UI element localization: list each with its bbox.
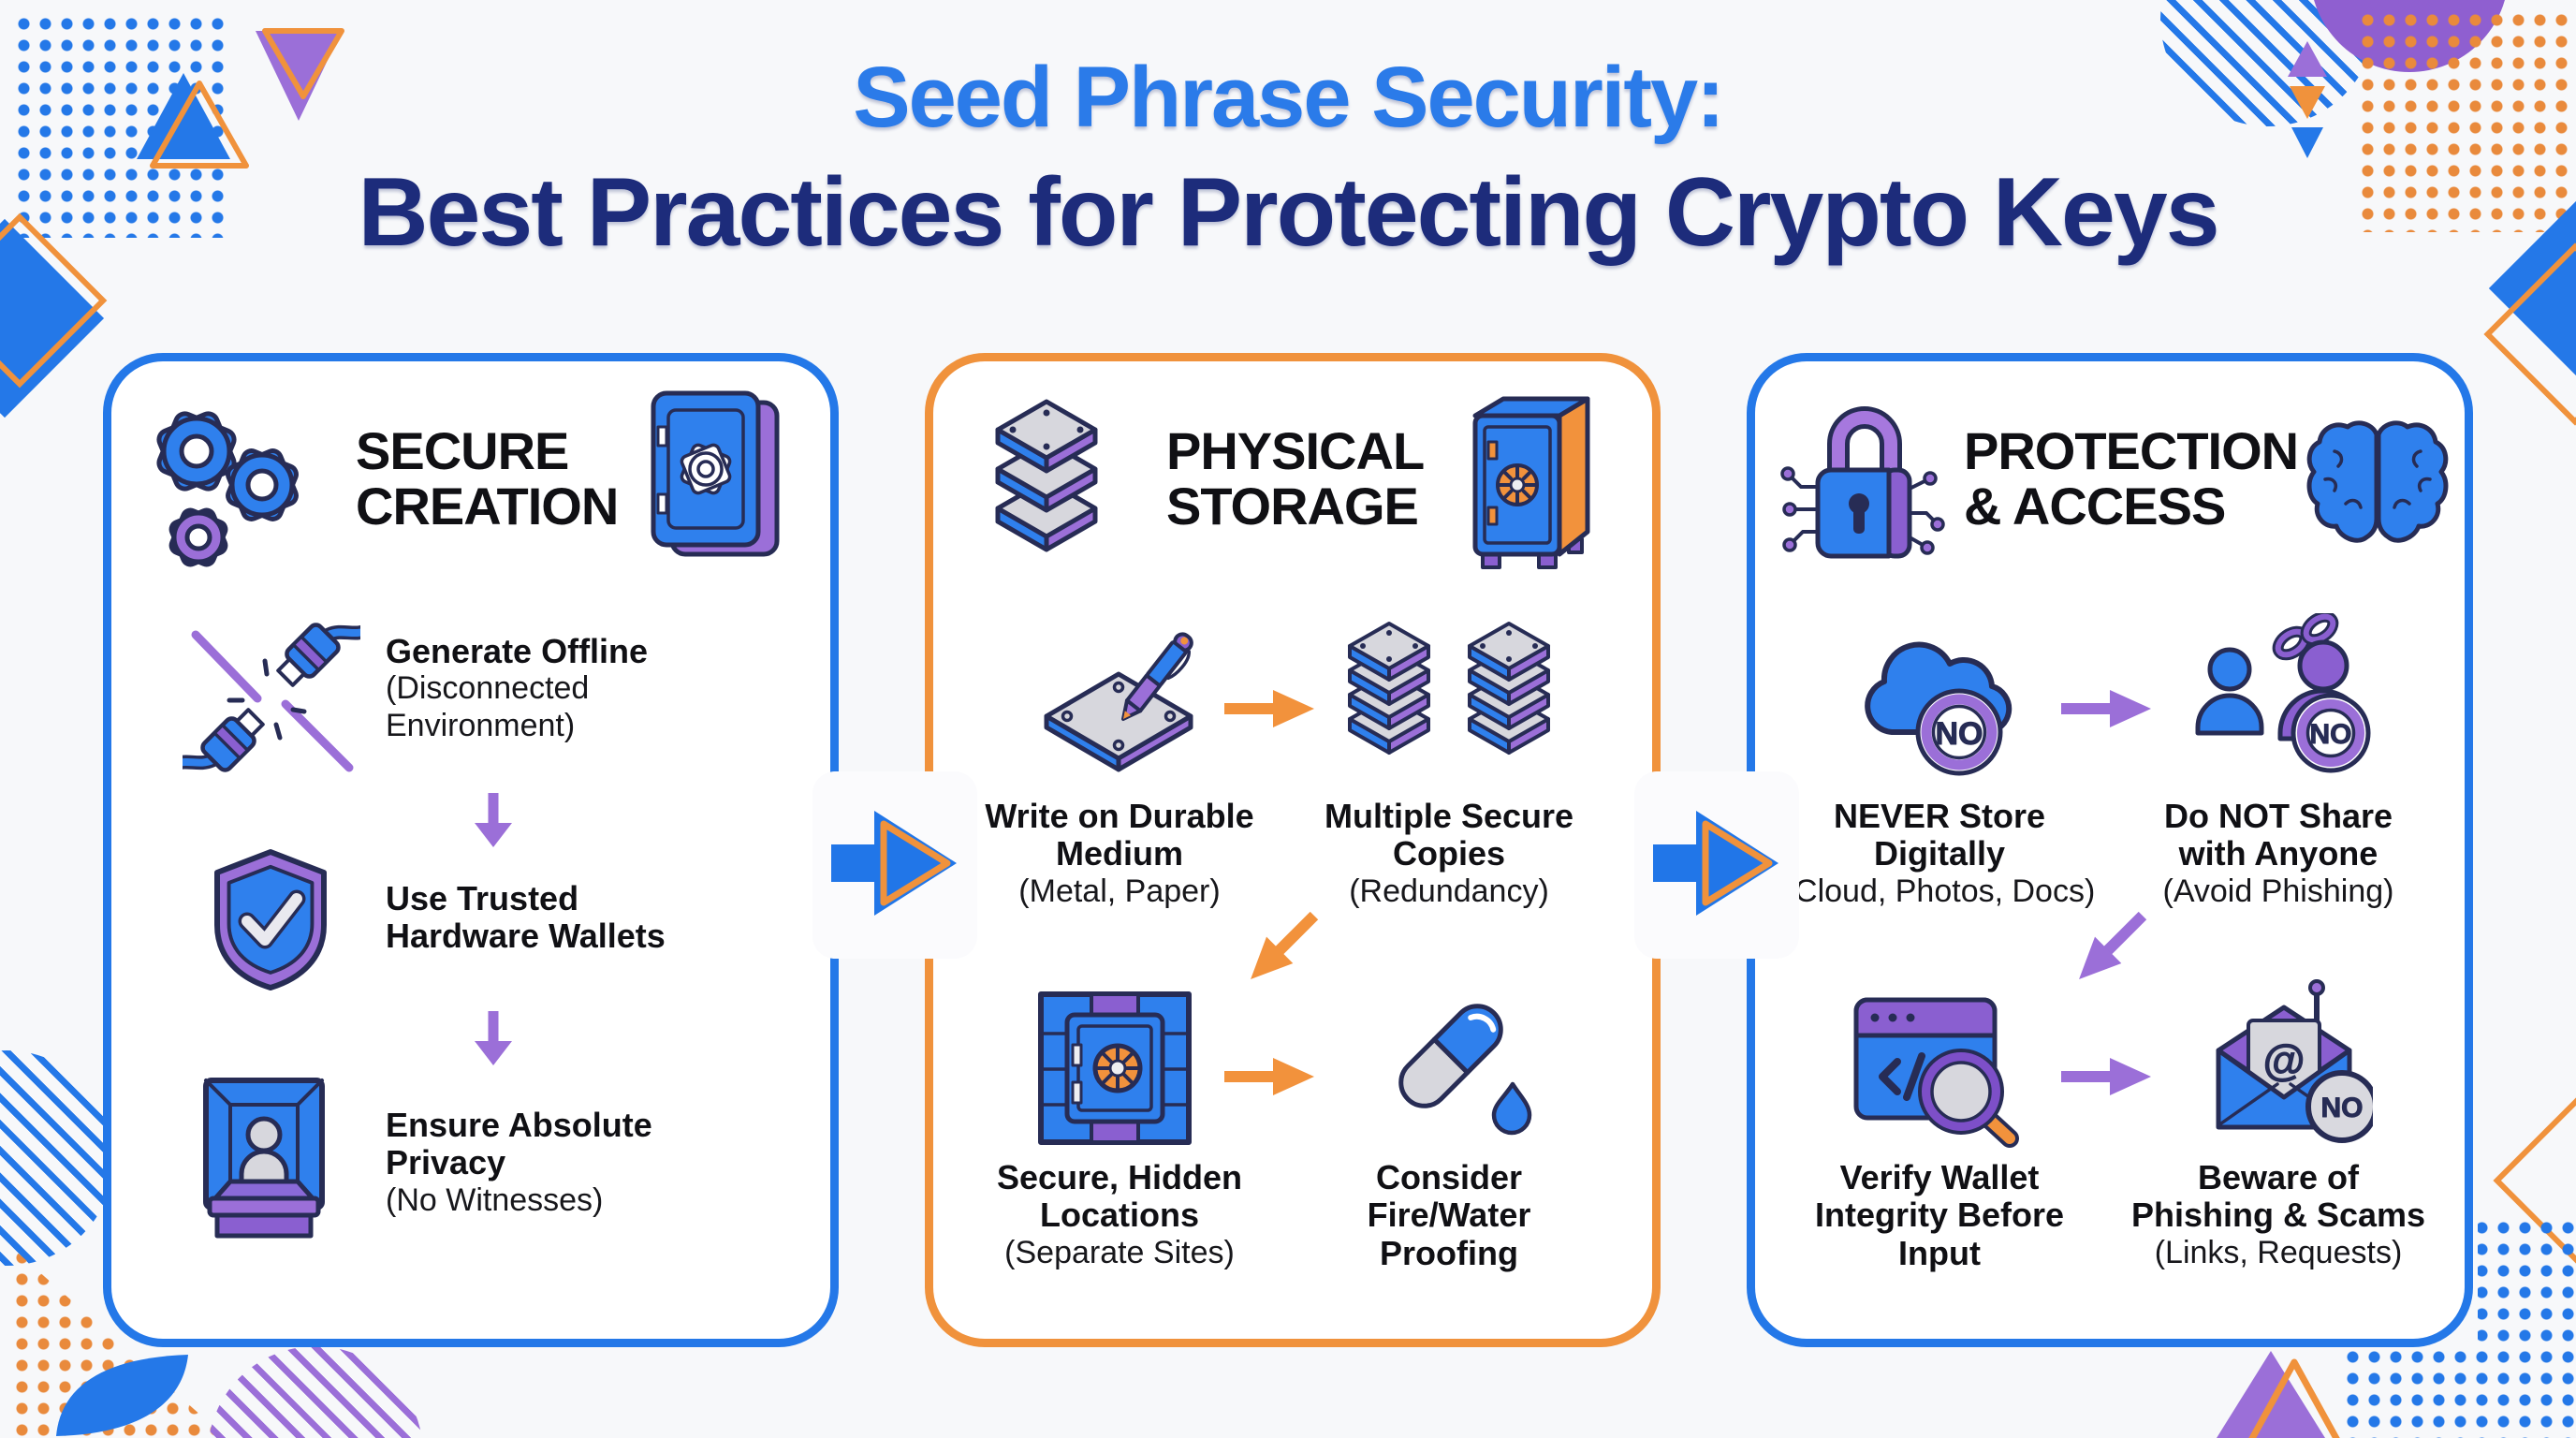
- gears-icon: [156, 411, 299, 567]
- lock-circuit-icon: [1780, 406, 1945, 559]
- item-title: NEVER Store Digitally: [1833, 797, 2046, 873]
- vault-icon: [651, 390, 780, 557]
- metal-plates-icon: [995, 399, 1098, 552]
- arrow-diagonal-orange-icon: [1235, 900, 1330, 995]
- item-title: Verify Wallet Integrity Before Input: [1814, 1158, 2065, 1272]
- cloud-no-icon: NO: [1865, 641, 2012, 776]
- list-item-secure-copies: Multiple Secure Copies (Redundancy): [1301, 797, 1597, 910]
- flow-arrow-icon: [831, 811, 957, 916]
- safe-icon: [1472, 396, 1590, 569]
- list-item-hardware-wallets: Use Trusted Hardware Wallets: [386, 879, 695, 956]
- people-chain-no-icon: NO: [2195, 613, 2371, 773]
- wall-safe-icon: [1038, 991, 1192, 1145]
- list-item-beware-phishing: Beware of Phishing & Scams (Links, Reque…: [2100, 1158, 2456, 1271]
- plate-stacks-icon: [1348, 622, 1550, 755]
- panel-title-protection-access: PROTECTION & ACCESS: [1964, 421, 2299, 536]
- triangle-outline-orange-bottom-right: [2248, 1358, 2340, 1438]
- item-subtitle: (Separate Sites): [1004, 1234, 1235, 1270]
- list-item-never-store: NEVER Store Digitally (Cloud, Photos, Do…: [1762, 797, 2117, 910]
- item-subtitle: (Redundancy): [1349, 873, 1549, 909]
- list-item-durable-medium: Write on Durable Medium (Metal, Paper): [964, 797, 1275, 910]
- browser-magnifier-icon: [1853, 997, 2019, 1148]
- panel-title-secure-creation: SECURE CREATION: [356, 421, 619, 536]
- striped-circle-blue-bottom-left: [0, 1050, 114, 1266]
- page-title-line2: Best Practices for Protecting Crypto Key…: [358, 158, 2219, 267]
- item-title: Ensure Absolute Privacy: [386, 1106, 652, 1182]
- brain-icon: [2306, 420, 2449, 543]
- shield-check-icon: [214, 849, 327, 990]
- item-title: Generate Offline: [386, 632, 649, 670]
- list-item-hidden-locations: Secure, Hidden Locations (Separate Sites…: [964, 1158, 1275, 1271]
- list-item-fire-water: Consider Fire/Water Proofing: [1337, 1158, 1561, 1272]
- arrow-right-purple-icon: [2061, 690, 2151, 727]
- triangle-outline-orange-top-left: [150, 81, 249, 169]
- item-subtitle: (Disconnected Environment): [386, 670, 590, 743]
- item-title: Write on Durable Medium: [985, 797, 1254, 873]
- arrow-right-orange-icon: [1224, 690, 1314, 727]
- svg-text:NO: NO: [2310, 719, 2352, 750]
- arrow-right-orange-icon: [1224, 1058, 1314, 1095]
- svg-text:NO: NO: [1936, 716, 1983, 752]
- list-item-verify-wallet: Verify Wallet Integrity Before Input: [1771, 1158, 2108, 1272]
- privacy-booth-icon: [203, 1078, 325, 1239]
- triangle-outline-orange-top-left-2: [262, 28, 344, 99]
- item-title: Secure, Hidden Locations: [996, 1158, 1243, 1235]
- item-title: Use Trusted Hardware Wallets: [386, 879, 666, 956]
- item-title: Consider Fire/Water Proofing: [1367, 1158, 1531, 1272]
- leaf-blue-bottom-left: [56, 1355, 188, 1436]
- capsule-icon: [1398, 1004, 1532, 1136]
- panel-title-physical-storage: PHYSICAL STORAGE: [1166, 421, 1424, 536]
- disconnected-cable-icon: [183, 622, 360, 773]
- phishing-envelope-icon: @ NO: [2216, 979, 2373, 1143]
- item-subtitle: (Avoid Phishing): [2162, 873, 2394, 909]
- striped-circle-purple-bottom-left: [208, 1346, 423, 1438]
- flow-arrow-icon: [1653, 811, 1778, 916]
- arrow-down-icon: [475, 1011, 512, 1065]
- svg-text:@: @: [2263, 1035, 2305, 1084]
- arrow-down-icon: [475, 793, 512, 847]
- page-title-line1: Seed Phrase Security:: [853, 50, 1725, 145]
- pen-on-plate-icon: [1044, 632, 1193, 772]
- svg-text:NO: NO: [2321, 1093, 2364, 1123]
- item-subtitle: (No Witnesses): [386, 1181, 604, 1218]
- item-subtitle: (Cloud, Photos, Docs): [1783, 873, 2096, 909]
- item-title: Multiple Secure Copies: [1324, 797, 1574, 873]
- dot-grid-top-right: [2357, 9, 2576, 232]
- item-subtitle: (Links, Requests): [2154, 1234, 2403, 1270]
- item-title: Do NOT Share with Anyone: [2163, 797, 2393, 873]
- list-item-generate-offline: Generate Offline (Disconnected Environme…: [386, 632, 695, 744]
- item-title: Beware of Phishing & Scams: [2130, 1158, 2426, 1235]
- arrow-right-purple-icon: [2061, 1058, 2151, 1095]
- arrow-diagonal-purple-icon: [2063, 900, 2159, 995]
- item-subtitle: (Metal, Paper): [1018, 873, 1221, 909]
- list-item-absolute-privacy: Ensure Absolute Privacy (No Witnesses): [386, 1106, 695, 1219]
- list-item-not-share: Do NOT Share with Anyone (Avoid Phishing…: [2100, 797, 2456, 910]
